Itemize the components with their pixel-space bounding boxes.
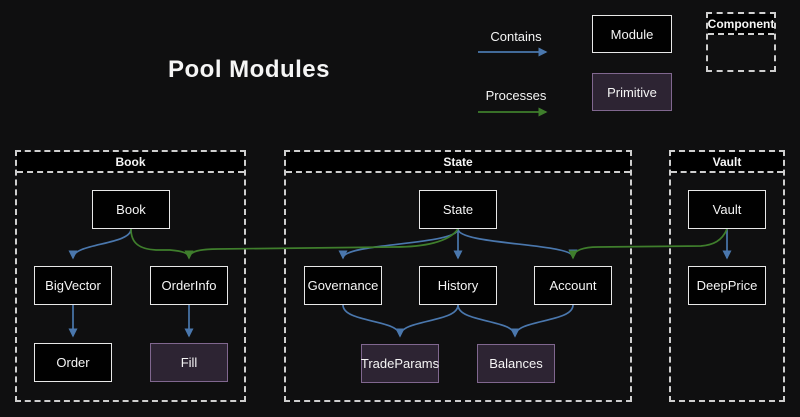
container-book-title: Book [17,152,244,173]
legend-processes-label: Processes [485,88,547,103]
node-account: Account [534,266,612,305]
node-order: Order [34,343,112,382]
node-bigvector: BigVector [34,266,112,305]
container-book: Book [15,150,246,402]
legend-primitive-label: Primitive [607,84,657,100]
node-state: State [419,190,497,229]
node-book: Book [92,190,170,229]
node-orderinfo: OrderInfo [150,266,228,305]
legend-module-sample: Module [592,15,672,53]
container-vault-title: Vault [671,152,783,173]
node-balances: Balances [477,344,555,383]
container-state: State [284,150,632,402]
node-history: History [419,266,497,305]
page-title: Pool Modules [168,56,330,83]
node-governance: Governance [304,266,382,305]
legend-module-label: Module [610,26,654,42]
container-vault: Vault [669,150,785,402]
container-state-title: State [286,152,630,173]
legend-component-sample: Component [706,12,776,72]
node-deepprice: DeepPrice [688,266,766,305]
legend-primitive-sample: Primitive [592,73,672,111]
node-tradeparams: TradeParams [361,344,439,383]
node-fill: Fill [150,343,228,382]
legend-contains-label: Contains [490,29,542,44]
node-vault: Vault [688,190,766,229]
legend-component-label: Component [708,14,774,35]
